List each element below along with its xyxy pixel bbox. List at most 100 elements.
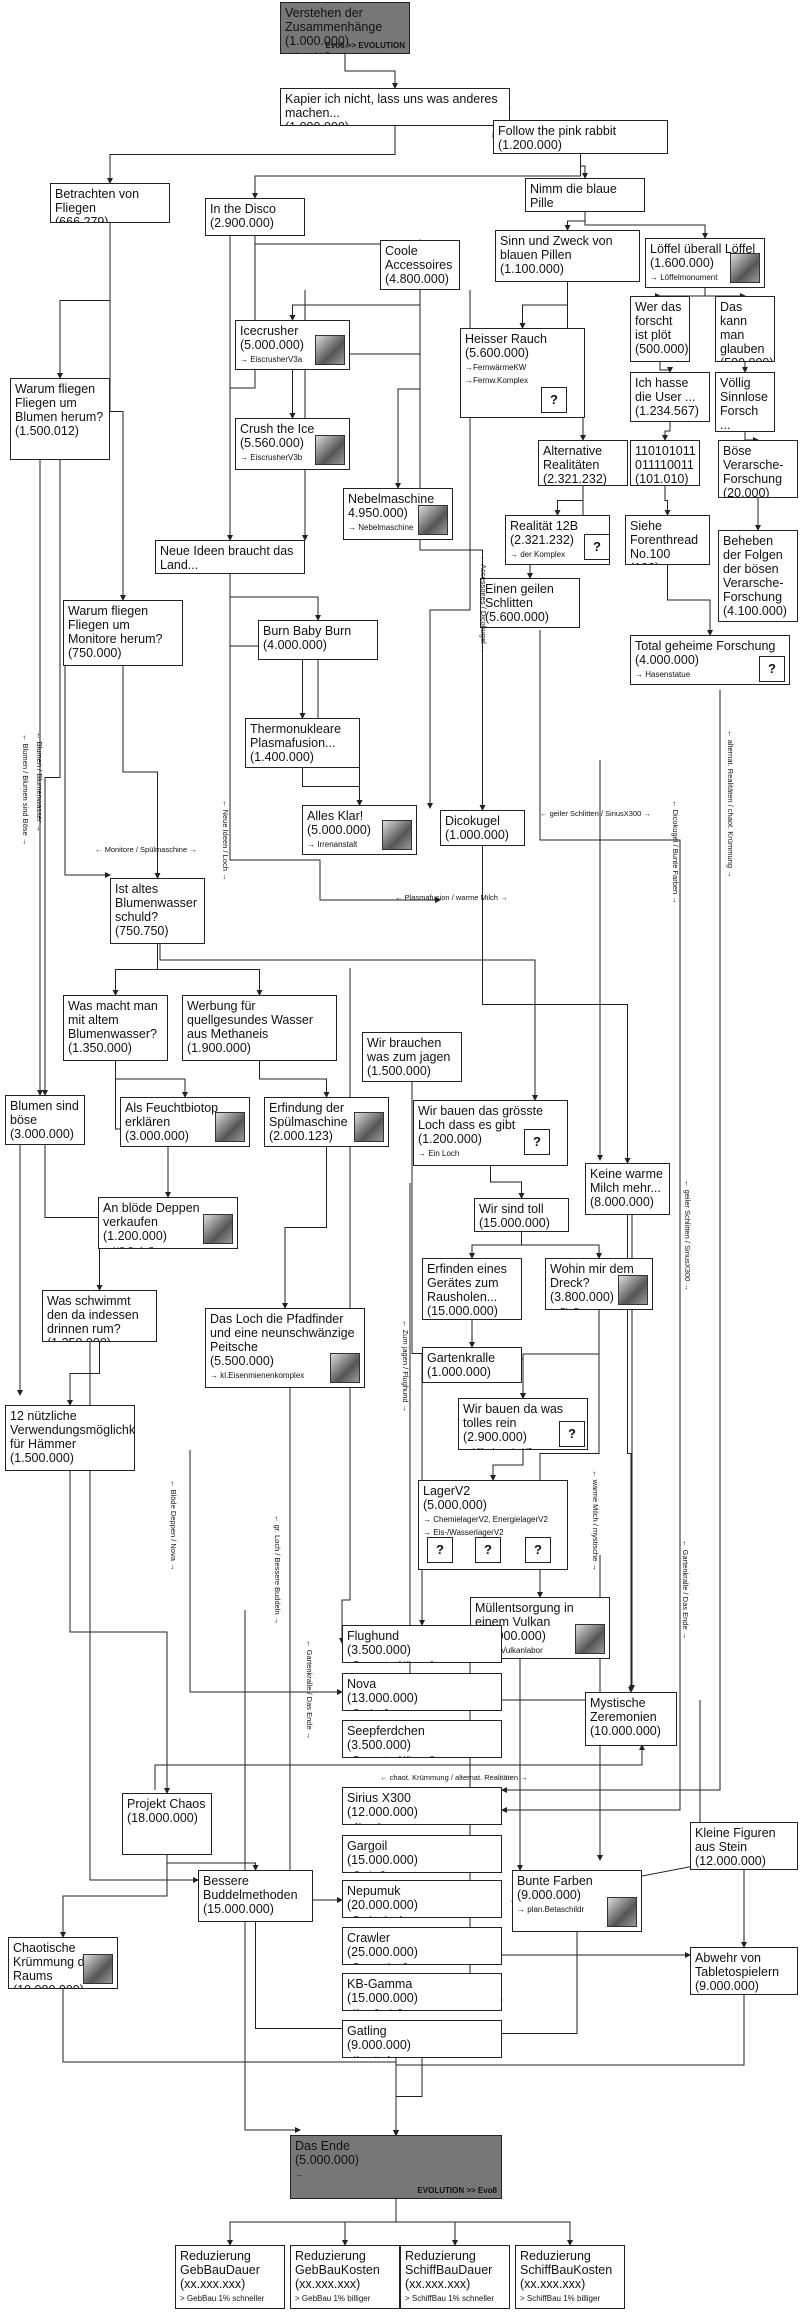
- node-siriusx300[interactable]: Sirius X300(12.000.000)> Jäger 4: [342, 1787, 502, 1825]
- node-red1[interactable]: Reduzierung GebBauDauer(xx.xxx.xxx)> Geb…: [175, 2245, 285, 2309]
- node-loeffel[interactable]: Löffel überall Löffel(1.600.000)→ Löffel…: [645, 238, 765, 288]
- node-abwehr[interactable]: Abwehr von Tabletospielern(9.000.000): [690, 1947, 798, 1995]
- node-title: Follow the pink rabbit: [498, 124, 617, 138]
- node-sinnzweck[interactable]: Sinn und Zweck von blauen Pillen(1.100.0…: [495, 230, 640, 282]
- node-title: Einen geilen Schlitten: [485, 582, 554, 610]
- edge-label: ← Blumen / Blumen sind Böse →: [21, 734, 30, 846]
- node-disco[interactable]: In the Disco(2.900.000): [205, 198, 305, 236]
- node-title: Reduzierung SchiffBauDauer: [405, 2249, 493, 2277]
- node-fliegen[interactable]: Betrachten von Fliegen(666.279): [50, 183, 170, 223]
- node-title: Erfinden eines Gerätes zum Rausholen...: [427, 1262, 507, 1304]
- node-gartenkralle[interactable]: Gartenkralle(1.000.000): [422, 1347, 522, 1383]
- node-image-icon: [418, 505, 448, 535]
- node-wohinmit[interactable]: Wohin mir dem Dreck?(3.800.000)→ Ein Ber…: [545, 1258, 653, 1310]
- node-pinkrabbit[interactable]: Follow the pink rabbit(1.200.000): [493, 120, 668, 154]
- node-jagen[interactable]: Wir brauchen was zum jagen(1.500.000): [362, 1032, 462, 1082]
- node-unlock: → Ein Berg: [550, 1307, 648, 1309]
- node-title: Als Feuchtbiotop erklären: [125, 1101, 219, 1129]
- node-tollesrein[interactable]: Wir bauen da was tolles rein(2.900.000)→…: [458, 1398, 588, 1450]
- node-icecrusher[interactable]: Icecrusher(5.000.000)→ EiscrusherV3a: [235, 320, 350, 370]
- node-projektchaos[interactable]: Projekt Chaos(18.000.000): [122, 1793, 212, 1855]
- edge-wirsindtoll-wohinmit: [521, 1232, 602, 1259]
- node-crawler[interactable]: Crawler(25.000.000)> Tarnzerstörer 2: [342, 1927, 502, 1965]
- node-kbgamma[interactable]: KB-Gamma(15.000.000)> Kampfbasis 3: [342, 1973, 502, 2011]
- node-heisser[interactable]: Heisser Rauch(5.600.000)→FernwärmeKW→Fer…: [460, 328, 585, 418]
- node-title: Wohin mir dem Dreck?: [550, 1262, 634, 1290]
- node-cost: (4.000.000): [263, 638, 327, 652]
- edge-hammer-projektchaos: [69, 1471, 170, 1794]
- node-alternative[interactable]: Alternative Realitäten(2.321.232): [538, 440, 628, 486]
- node-red3[interactable]: Reduzierung SchiffBauDauer(xx.xxx.xxx)> …: [400, 2245, 510, 2309]
- edge-wirsindtoll-erfinden: [469, 1232, 522, 1259]
- node-warumfliegen[interactable]: Warum fliegen Fliegen um Blumen herum?(1…: [10, 378, 110, 460]
- node-totalgeheim[interactable]: Total geheime Forschung(4.000.000)→ Hase…: [630, 635, 790, 685]
- node-boese[interactable]: Böse Verarsche-Forschung(20.000)→ bunter…: [718, 440, 798, 498]
- node-title: Sirius X300: [347, 1791, 411, 1805]
- node-wasmacht[interactable]: Was macht man mit altem Blumenwasser?(1.…: [63, 995, 168, 1061]
- node-crush[interactable]: Crush the Ice(5.560.000)→ EiscrusherV3b: [235, 418, 350, 470]
- node-bloededeppen[interactable]: An blöde Deppen verkaufen(1.200.000)→ HQ…: [98, 1197, 238, 1249]
- edge-label: ← gr. Loch / Bessere Buddeln →: [273, 1515, 282, 1625]
- route-line-16: [154, 1744, 645, 1790]
- node-dicokugel[interactable]: Dicokugel(1.000.000): [440, 810, 525, 846]
- node-wirsindtoll[interactable]: Wir sind toll(15.000.000): [474, 1198, 569, 1232]
- node-cost: (15.000.000): [479, 1216, 550, 1230]
- edge-werdas-ichhasse: [659, 362, 673, 373]
- node-verstehen[interactable]: Verstehen der Zusammenhänge(1.000.000)→ …: [280, 2, 410, 54]
- node-binary[interactable]: 110101011 011110011(101.010): [630, 440, 700, 486]
- node-thermo[interactable]: Thermonukleare Plasmafusion...(1.400.000…: [245, 718, 360, 768]
- node-groesstesloch[interactable]: Wir bauen das grösste Loch dass es gibt(…: [413, 1100, 568, 1166]
- node-blumenwasser[interactable]: Ist altes Blumenwasser schuld?(750.750): [110, 878, 205, 944]
- node-realitaet[interactable]: Realität 12B(2.321.232)→ der Komplex?: [505, 515, 610, 565]
- node-blumenboese[interactable]: Blumen sind böse(3.000.000): [5, 1095, 85, 1145]
- node-cost: (1.500.000): [367, 1064, 431, 1078]
- edge-label: ← warme Milch / mystische →: [591, 1470, 600, 1571]
- edge-blumenwasser-werbung: [157, 944, 263, 996]
- node-cost: (100): [630, 561, 705, 564]
- node-warummonitore[interactable]: Warum fliegen Fliegen um Monitore herum?…: [63, 600, 183, 666]
- node-title: Bunte Farben: [517, 1874, 593, 1888]
- node-seepferdchen[interactable]: Seepferdchen(3.500.000)> Transporter 4 K…: [342, 1720, 502, 1758]
- node-blauepille[interactable]: Nimm die blaue Pille(2.200.000): [525, 178, 645, 212]
- node-burnbaby[interactable]: Burn Baby Burn(4.000.000): [258, 620, 378, 660]
- node-ichhasse[interactable]: Ich hasse die User ...(1.234.567): [630, 372, 710, 422]
- node-red2[interactable]: Reduzierung GebBauKosten(xx.xxx.xxx)> Ge…: [290, 2245, 400, 2309]
- node-beheben[interactable]: Beheben der Folgen der bösen Verarsche-F…: [718, 530, 798, 622]
- node-buntefarben[interactable]: Bunte Farben(9.000.000)→ plan.Betaschild…: [512, 1870, 642, 1932]
- node-erfinden[interactable]: Erfinden eines Gerätes zum Rausholen...(…: [422, 1258, 522, 1320]
- node-schlitten[interactable]: Einen geilen Schlitten(5.600.000): [480, 578, 580, 628]
- node-kapier[interactable]: Kapier ich nicht, lass uns was anderes m…: [280, 88, 510, 126]
- node-kleinefiguren[interactable]: Kleine Figuren aus Stein(12.000.000): [690, 1822, 798, 1870]
- node-red4[interactable]: Reduzierung SchiffBauKosten(xx.xxx.xxx)>…: [515, 2245, 625, 2309]
- node-wasschwimmt[interactable]: Was schwimmt den da indessen drinnen rum…: [42, 1290, 157, 1342]
- node-feuchtbiotop[interactable]: Als Feuchtbiotop erklären(3.000.000)→ Fe…: [120, 1097, 250, 1147]
- route-line-6: [501, 630, 681, 1813]
- node-daskann[interactable]: Das kann man glauben(500.000): [715, 296, 775, 362]
- edge-abwehr-dasende: [393, 1995, 745, 2136]
- node-gargoil[interactable]: Gargoil(15.000.000)> Carrier 3: [342, 1835, 502, 1873]
- node-hammer[interactable]: 12 nützliche Verwendungsmöglichkeiten fü…: [5, 1405, 135, 1471]
- node-lochpfadfinder[interactable]: Das Loch die Pfadfinder und eine neunsch…: [205, 1308, 365, 1388]
- node-flughund[interactable]: Flughund(3.500.000)> Transporter 4 Klass…: [342, 1625, 502, 1663]
- node-lagerv2[interactable]: LagerV2(5.000.000)→ ChemielagerV2, Energ…: [418, 1480, 568, 1570]
- node-bessere[interactable]: Bessere Buddelmethoden(15.000.000): [198, 1870, 313, 1922]
- node-werbung[interactable]: Werbung für quellgesundes Wasser aus Met…: [182, 995, 337, 1061]
- node-chaotische[interactable]: Chaotische Krümmung des Raums(10.000.000…: [8, 1937, 118, 1989]
- node-dasende[interactable]: Das Ende(5.000.000)→EVOLUTION >> Evo8: [290, 2135, 502, 2199]
- node-werdas[interactable]: Wer das forscht ist plöt(500.000): [630, 296, 690, 362]
- node-cost: (xx.xxx.xxx): [405, 2277, 471, 2291]
- node-mystische[interactable]: Mystische Zeremonien(10.000.000): [585, 1692, 677, 1746]
- node-allesklar[interactable]: Alles Klar!(5.000.000)→ Irrenanstalt: [302, 805, 417, 855]
- node-nepumuk[interactable]: Nepumuk(20.000.000)> Tarnbomber 1: [342, 1880, 502, 1918]
- node-nova[interactable]: Nova(13.000.000)> Bomber 3: [342, 1673, 502, 1711]
- node-keinewarme[interactable]: Keine warme Milch mehr...(8.000.000): [585, 1163, 670, 1215]
- node-title: Gartenkralle: [427, 1351, 496, 1365]
- node-gatling[interactable]: Gatling(9.000.000)> Korvette 4: [342, 2020, 502, 2058]
- node-voellig[interactable]: Völlig Sinnlose Forsch ...(250.000): [715, 372, 775, 432]
- node-forenthread[interactable]: Siehe Forenthread No.100(100): [625, 515, 710, 565]
- evolution-tag: Evo6 >> EVOLUTION: [325, 41, 405, 50]
- node-neueideen[interactable]: Neue Ideen braucht das Land...(1.200.000…: [155, 540, 305, 574]
- node-coole[interactable]: Coole Accessoires(4.800.000): [380, 240, 460, 290]
- node-spuelmaschine[interactable]: Erfindung der Spülmaschine(2.000.123)→ P…: [264, 1097, 389, 1147]
